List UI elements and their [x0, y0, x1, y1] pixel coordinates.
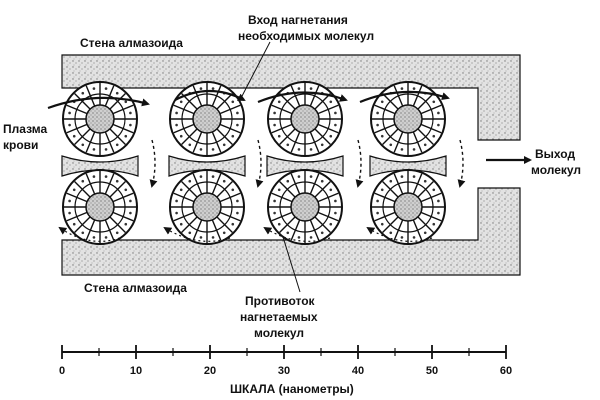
- stator-block: [369, 155, 447, 177]
- scale-title: ШКАЛА (нанометры): [230, 382, 354, 396]
- flow-arrow: [174, 90, 246, 101]
- plasma-label-line2: крови: [3, 138, 38, 152]
- stator-block: [168, 155, 246, 177]
- sorting-rotor: [62, 81, 138, 157]
- rotor-core: [192, 104, 222, 134]
- scale-bar: 0 10 20 30 40 50 60: [59, 345, 512, 377]
- flow-arrow: [149, 139, 158, 188]
- flow-arrow: [163, 226, 231, 242]
- scale-tick-label: 50: [426, 365, 438, 377]
- diamondoid-wall: [61, 54, 521, 276]
- counterflow-label-line3: молекул: [254, 326, 304, 340]
- outlet-label-line2: молекул: [531, 163, 581, 177]
- flow-arrow: [263, 226, 331, 242]
- inlet-pointer-line: [239, 41, 271, 101]
- scale-tick-label: 60: [500, 365, 512, 377]
- sorting-rotor: [267, 169, 343, 245]
- rotor-core: [393, 104, 423, 134]
- outlet-label-line1: Выход: [535, 147, 575, 161]
- rotor-core: [290, 192, 320, 222]
- rotor-core: [85, 192, 115, 222]
- counterflow-label-line2: нагнетаемых: [240, 310, 318, 324]
- stator-blocks: [61, 155, 447, 177]
- rotor-core: [290, 104, 320, 134]
- wall-top-label: Стена алмазоида: [80, 36, 183, 50]
- rotor-core: [393, 192, 423, 222]
- flow-arrow: [58, 226, 121, 242]
- inlet-label-line1: Вход нагнетания: [248, 13, 348, 27]
- flow-arrow: [255, 139, 264, 188]
- flow-arrow: [366, 226, 433, 242]
- sorting-rotor: [370, 169, 446, 245]
- counterflow-pointer-line: [282, 236, 301, 293]
- stator-block: [266, 155, 344, 177]
- wall-block: [61, 54, 521, 141]
- rotor-core: [85, 104, 115, 134]
- sorting-rotor: [169, 169, 245, 245]
- counterflow-label-line1: Противоток: [245, 294, 316, 308]
- flow-arrow: [359, 90, 450, 104]
- sorting-rotor: [267, 81, 343, 157]
- flow-arrows: [47, 90, 466, 242]
- wall-block: [61, 187, 521, 276]
- flow-arrow: [457, 139, 466, 188]
- sorting-rotor: [370, 81, 446, 157]
- rotor-array: [62, 81, 446, 245]
- scale-tick-label: 0: [59, 365, 65, 377]
- scale-tick-label: 40: [352, 365, 364, 377]
- stator-block: [61, 155, 139, 177]
- flow-arrow: [47, 96, 150, 110]
- scale-tick-label: 30: [278, 365, 290, 377]
- plasma-label-line1: Плазма: [3, 122, 47, 136]
- flow-arrow: [355, 139, 364, 188]
- scale-tick-label: 20: [204, 365, 216, 377]
- scale-tick-label: 10: [130, 365, 142, 377]
- flow-arrow: [257, 91, 348, 104]
- rotor-core: [192, 192, 222, 222]
- sorting-rotor: [62, 169, 138, 245]
- sorting-rotor: [169, 81, 245, 157]
- inlet-label-line2: необходимых молекул: [238, 29, 374, 43]
- wall-bottom-label: Стена алмазоида: [84, 281, 187, 295]
